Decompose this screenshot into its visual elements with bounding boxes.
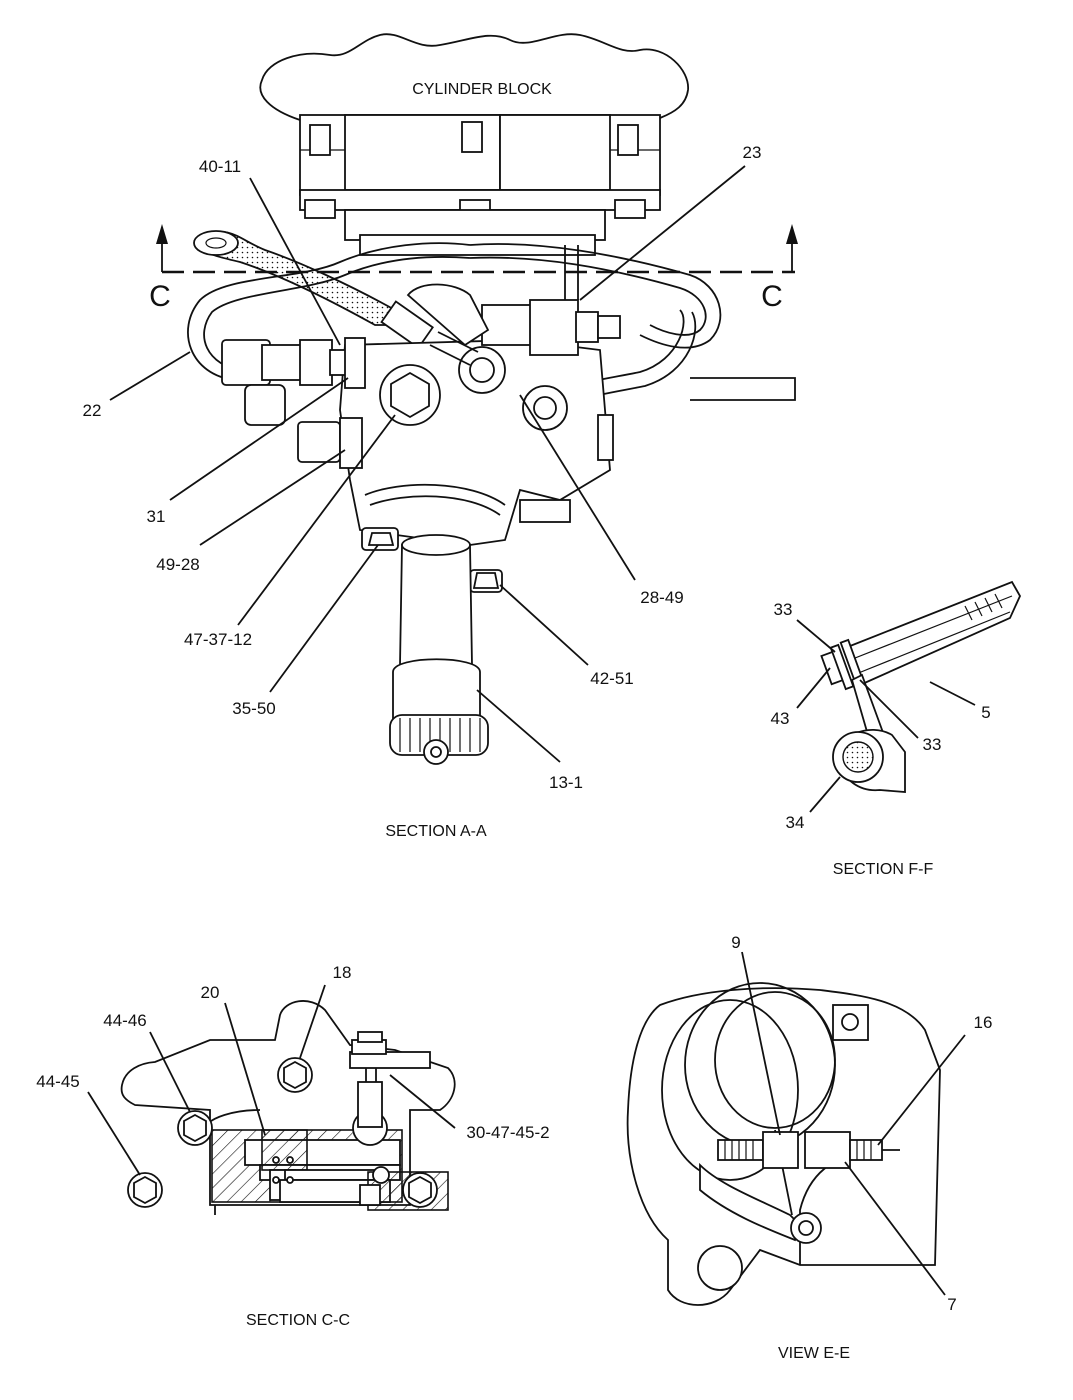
callout-30-47-45-2: 30-47-45-2 (466, 1123, 549, 1142)
callout-31: 31 (147, 507, 166, 526)
callout-28-49: 28-49 (640, 588, 683, 607)
callout-40-11: 40-11 (199, 157, 241, 176)
section-mark-right: C (761, 280, 783, 313)
callout-44-45: 44-45 (36, 1072, 79, 1091)
rod-5 (843, 580, 1022, 687)
callout-49-28: 49-28 (156, 555, 199, 574)
callout-16: 16 (974, 1013, 993, 1032)
callout-18: 18 (333, 963, 352, 982)
locknut-9 (762, 1131, 799, 1169)
section-mark-left: C (149, 280, 171, 313)
section-f-f: 33 43 5 33 34 SECTION F-F (771, 580, 1022, 878)
callout-20: 20 (201, 983, 220, 1002)
callout-33-top: 33 (774, 600, 793, 619)
callout-43: 43 (771, 709, 790, 728)
section-a-a: CYLINDER BLOCK C C (83, 33, 798, 840)
section-c-c: 18 20 44-46 44-45 30-47-45-2 SECTION C-C (36, 963, 549, 1329)
callout-22: 22 (83, 401, 102, 420)
governor-housing (399, 544, 473, 666)
view-e-e: 9 16 7 VIEW E-E (626, 933, 993, 1362)
callout-47-37-12: 47-37-12 (184, 630, 252, 649)
caption-section-c-c: SECTION C-C (246, 1312, 350, 1329)
stop-block-7 (804, 1131, 851, 1169)
callout-44-46: 44-46 (103, 1011, 146, 1030)
caption-section-f-f: SECTION F-F (833, 861, 934, 878)
callout-5: 5 (981, 703, 990, 722)
callout-7: 7 (947, 1295, 956, 1314)
callout-35-50: 35-50 (232, 699, 275, 718)
callout-42-51: 42-51 (590, 669, 633, 688)
callout-23: 23 (743, 143, 762, 162)
caption-section-a-a: SECTION A-A (385, 823, 487, 840)
adjusting-screw-16 (849, 1139, 883, 1161)
cylinder-block-label: CYLINDER BLOCK (412, 81, 552, 98)
cylinder-block-outline (259, 33, 689, 121)
callout-34: 34 (786, 813, 805, 832)
caption-view-e-e: VIEW E-E (778, 1345, 850, 1362)
callout-33-bottom: 33 (923, 735, 942, 754)
hose-22 (187, 242, 471, 381)
callout-13-1: 13-1 (549, 773, 583, 792)
connector-23 (481, 304, 535, 346)
callout-9: 9 (731, 933, 740, 952)
round-port-e-e (697, 1245, 743, 1291)
